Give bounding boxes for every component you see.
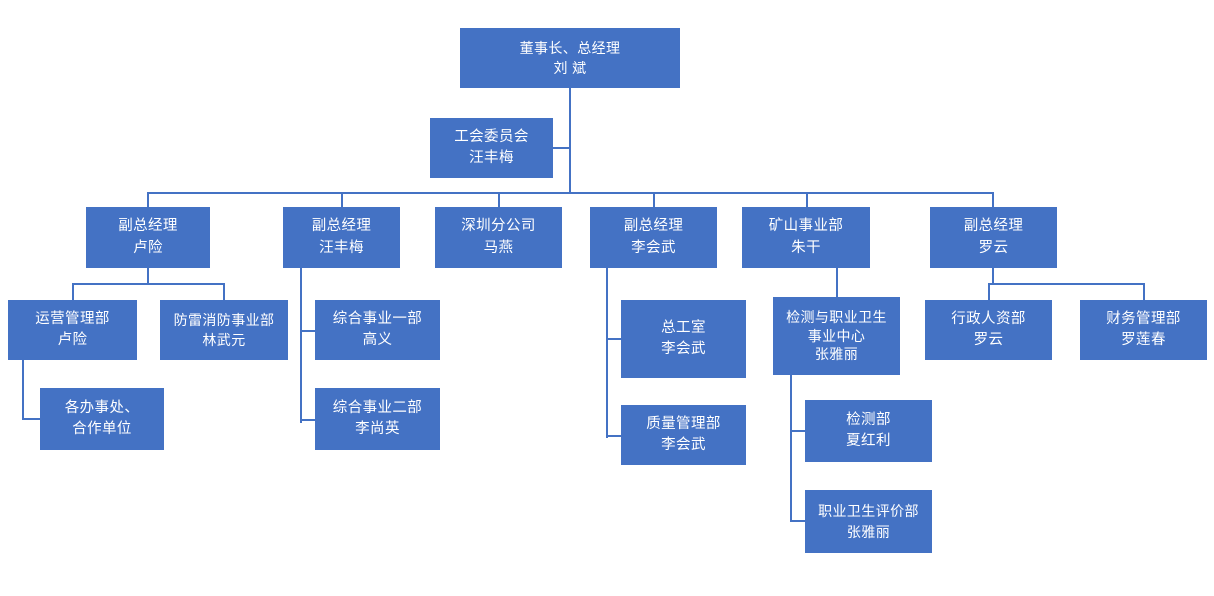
org-node-vp-lihuiwu[interactable]: 副总经理李会武	[590, 207, 717, 268]
node-person: 李会武	[661, 341, 706, 357]
connector-center-elbow-1	[790, 430, 806, 432]
node-person: 刘 斌	[553, 60, 587, 76]
node-role: 质量管理部	[646, 415, 721, 432]
connector-luoyun-bus	[988, 283, 1145, 285]
node-role: 深圳分公司	[461, 218, 536, 235]
node-role: 副总经理	[311, 218, 372, 235]
node-role: 行政人资部	[951, 310, 1026, 327]
node-role: 副总经理	[963, 218, 1024, 235]
node-person: 罗莲春	[1121, 332, 1166, 348]
node-role: 财务管理部	[1106, 310, 1181, 327]
connector-luoyun-drop-left	[988, 283, 990, 301]
node-role: 职业卫生评价部	[818, 503, 919, 520]
org-node-operations-dept[interactable]: 运营管理部卢险	[8, 300, 137, 360]
node-role: 检测与职业卫生	[786, 309, 887, 326]
org-node-testing-dept[interactable]: 检测部夏红利	[805, 400, 932, 462]
node-role: 矿山事业部	[768, 218, 844, 235]
org-node-vp-wangfengmei[interactable]: 副总经理汪丰梅	[283, 207, 400, 268]
node-role: 检测部	[846, 411, 891, 428]
org-node-finance-management-dept[interactable]: 财务管理部罗莲春	[1080, 300, 1207, 360]
org-node-shenzhen-branch[interactable]: 深圳分公司马燕	[435, 207, 562, 268]
org-node-vp-luxian[interactable]: 副总经理卢险	[86, 207, 210, 268]
connector-wang-stem	[300, 268, 302, 423]
node-person: 汪丰梅	[319, 239, 364, 256]
node-role: 董事长、总经理	[519, 39, 621, 56]
connector-drop-vp-lihuiwu	[653, 192, 655, 207]
org-node-general-business-2[interactable]: 综合事业二部李尚英	[315, 388, 440, 450]
node-role: 综合事业一部	[332, 310, 423, 327]
org-node-lightning-fire-division[interactable]: 防雷消防事业部林武元	[160, 300, 288, 360]
node-role: 各办事处、	[64, 399, 140, 416]
org-node-mining-division[interactable]: 矿山事业部朱干	[742, 207, 870, 268]
node-role: 副总经理	[118, 218, 178, 235]
node-role: 工会委员会	[454, 128, 529, 145]
connector-mining-stem	[836, 268, 838, 298]
connector-wang-elbow-1	[300, 330, 316, 332]
node-person: 汪丰梅	[469, 150, 514, 166]
connector-luoyun-stem	[992, 268, 994, 284]
org-node-general-business-1[interactable]: 综合事业一部高义	[315, 300, 440, 360]
connector-li-elbow-1	[606, 338, 622, 340]
connector-drop-vp-luxian	[147, 192, 149, 207]
connector-luxian-drop-right	[223, 283, 225, 301]
node-role-line2: 事业中心	[807, 327, 866, 344]
node-person: 林武元	[202, 332, 246, 348]
connector-union-elbow-h	[553, 147, 570, 149]
node-person: 夏红利	[846, 433, 891, 449]
org-node-admin-hr-dept[interactable]: 行政人资部罗云	[925, 300, 1052, 360]
org-node-vp-luoyun[interactable]: 副总经理罗云	[930, 207, 1057, 268]
connector-drop-vp-luoyun	[992, 192, 994, 207]
connector-drop-mining	[806, 192, 808, 207]
node-person: 卢险	[133, 239, 163, 256]
node-role: 防雷消防事业部	[173, 311, 275, 328]
node-person: 马燕	[483, 239, 514, 256]
node-role: 运营管理部	[35, 310, 110, 327]
connector-drop-shenzhen	[498, 192, 500, 207]
node-role: 总工室	[661, 319, 706, 336]
connector-luoyun-drop-right	[1143, 283, 1145, 301]
node-person: 罗云	[978, 239, 1009, 256]
connector-center-elbow-2	[790, 520, 806, 522]
connector-li-stem	[606, 268, 608, 438]
org-node-offices-partners[interactable]: 各办事处、合作单位	[40, 388, 164, 450]
node-person: 李尚英	[355, 421, 400, 437]
connector-center-stem	[790, 375, 792, 521]
connector-wang-elbow-2	[300, 419, 316, 421]
org-node-chief-engineer-office[interactable]: 总工室李会武	[621, 300, 746, 378]
org-node-occupational-health-evaluation-dept[interactable]: 职业卫生评价部张雅丽	[805, 490, 932, 553]
connector-chairman-stem	[569, 88, 571, 192]
connector-operations-elbow	[22, 418, 41, 420]
node-person: 卢险	[57, 332, 88, 348]
node-role: 综合事业二部	[332, 399, 423, 416]
node-person: 李会武	[631, 239, 676, 256]
connector-luxian-bus	[72, 283, 225, 285]
org-node-testing-occupational-health-center[interactable]: 检测与职业卫生事业中心张雅丽	[773, 297, 900, 375]
connector-drop-vp-wangfengmei	[341, 192, 343, 207]
org-node-union[interactable]: 工会委员会汪丰梅	[430, 118, 553, 178]
node-person: 合作单位	[72, 421, 132, 437]
connector-luxian-drop-left	[72, 283, 74, 301]
org-node-chairman[interactable]: 董事长、总经理刘 斌	[460, 28, 680, 88]
node-role: 副总经理	[623, 218, 684, 235]
connector-luxian-stem	[147, 268, 149, 284]
connector-li-elbow-2	[606, 435, 622, 437]
node-person: 罗云	[973, 332, 1004, 348]
node-person: 张雅丽	[846, 523, 891, 540]
node-person: 朱干	[791, 239, 821, 256]
org-node-quality-management-dept[interactable]: 质量管理部李会武	[621, 405, 746, 465]
node-person: 张雅丽	[814, 346, 859, 363]
node-person: 李会武	[661, 437, 706, 453]
connector-level2-bus	[148, 192, 993, 194]
node-person: 高义	[362, 332, 393, 348]
connector-operations-stem	[22, 360, 24, 420]
